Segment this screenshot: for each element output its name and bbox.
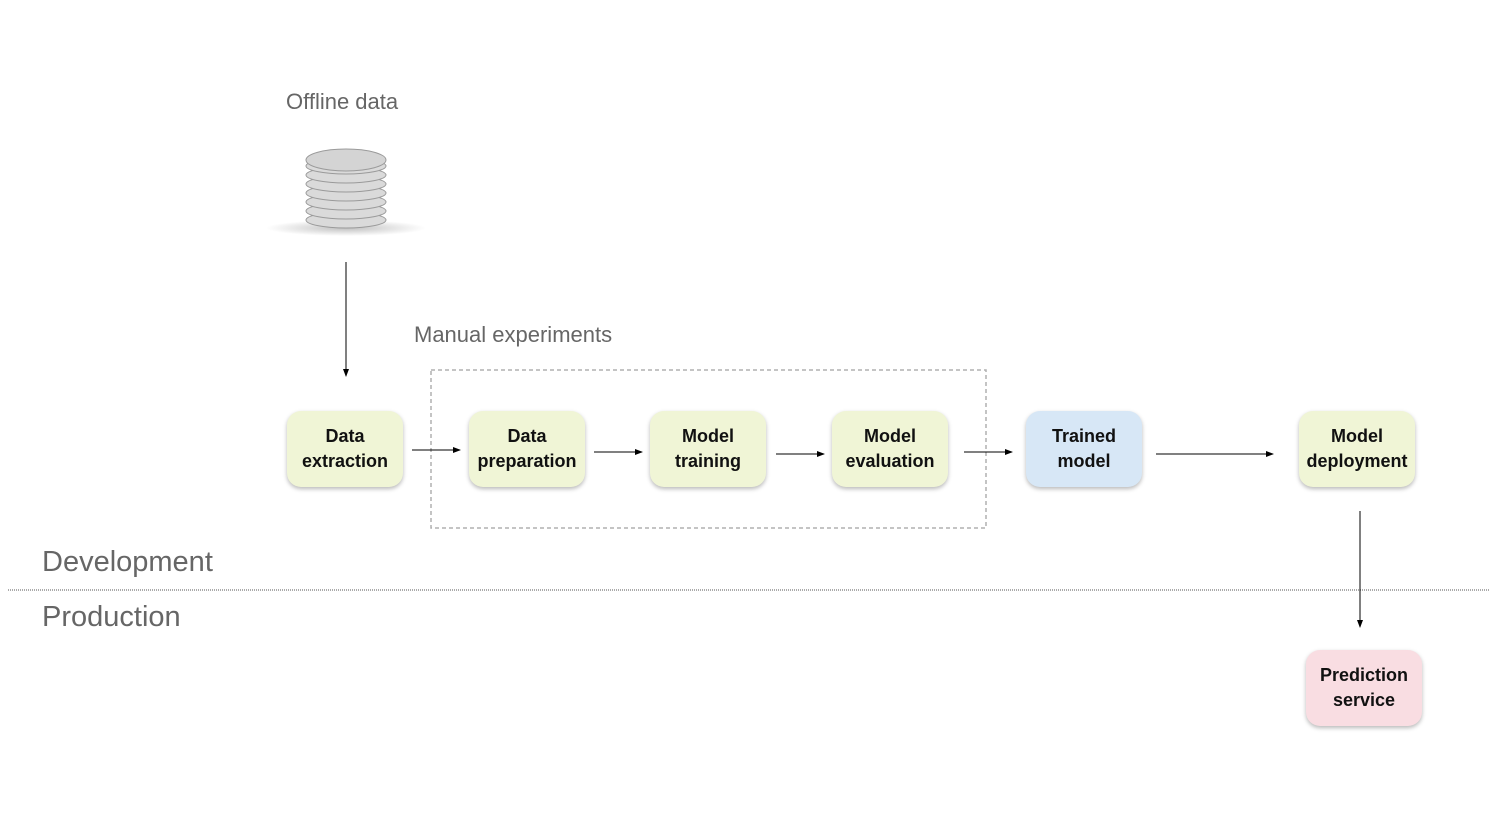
node-model-evaluation-line1: Model (864, 426, 916, 446)
node-data-preparation-line1: Data (507, 426, 547, 446)
manual-experiments-label: Manual experiments (414, 322, 613, 347)
node-data-preparation-line2: preparation (477, 451, 577, 471)
node-model-deployment: Model deployment (1299, 411, 1415, 487)
node-trained-model-line2: model (1057, 451, 1111, 471)
manual-experiments-box (430, 369, 987, 529)
node-data-preparation: Data preparation (469, 411, 585, 487)
node-model-training: Model training (650, 411, 766, 487)
node-model-evaluation: Model evaluation (832, 411, 948, 487)
node-model-evaluation-line2: evaluation (845, 451, 935, 471)
production-label: Production (42, 601, 181, 633)
node-prediction-service-line2: service (1332, 690, 1396, 710)
node-model-deployment-line1: Model (1330, 426, 1383, 446)
node-data-extraction-line2: extraction (301, 451, 389, 471)
node-model-deployment-line2: deployment (1306, 451, 1408, 471)
node-data-extraction: Data extraction (287, 411, 403, 487)
node-model-training-line2: training (675, 451, 741, 471)
offline-data-label: Offline data (286, 89, 399, 114)
node-data-extraction-line1: Data (325, 426, 365, 446)
database-icon (266, 148, 426, 236)
node-trained-model: Trained model (1026, 411, 1142, 487)
node-prediction-service-line1: Prediction (1319, 665, 1408, 685)
node-prediction-service: Prediction service (1306, 650, 1422, 726)
node-trained-model-line1: Trained (1051, 426, 1117, 446)
development-label: Development (42, 546, 213, 578)
node-model-training-line1: Model (682, 426, 734, 446)
